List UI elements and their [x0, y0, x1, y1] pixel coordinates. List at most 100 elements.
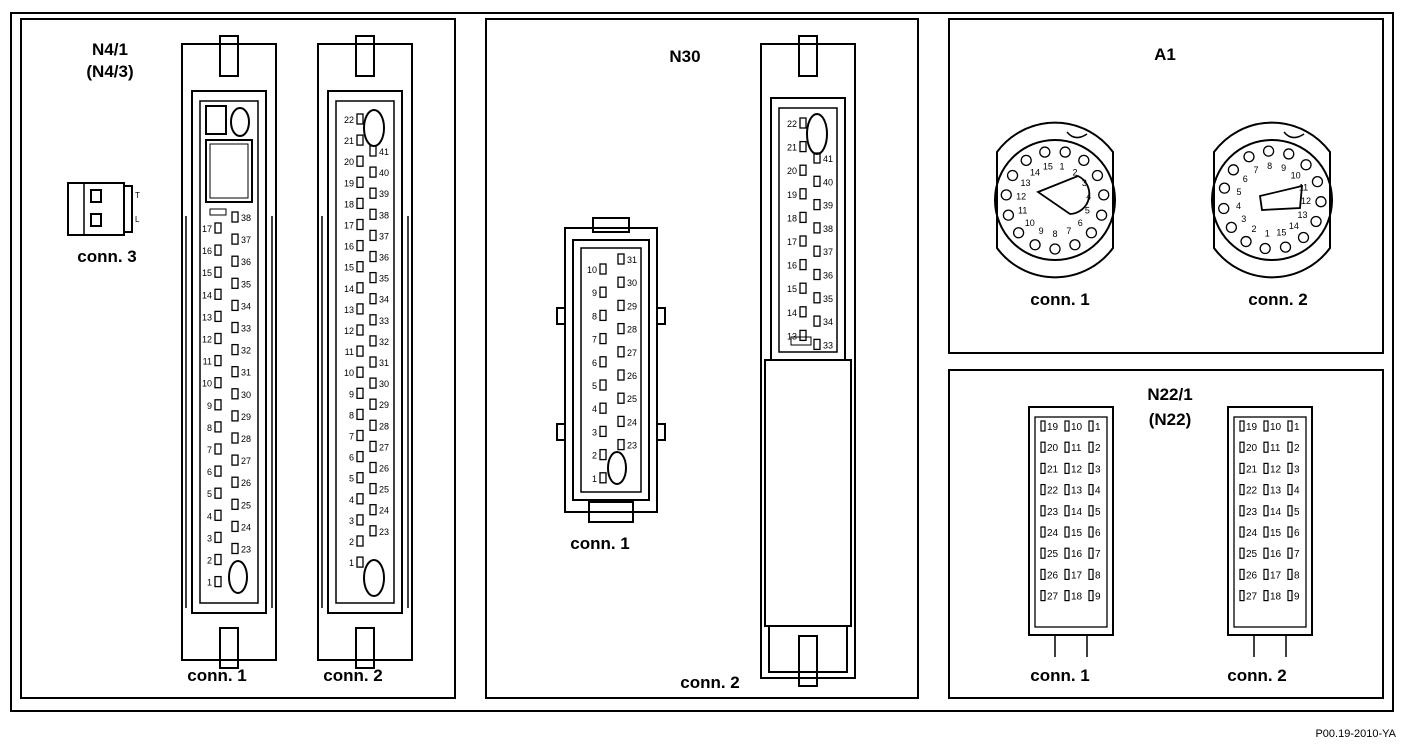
- n4-conn1-pin: [231, 476, 239, 488]
- a1-conn2-pin-label: 4: [1236, 201, 1241, 211]
- n22-conn1-pin-label: 12: [1071, 464, 1083, 475]
- a1-conn1-pin: [1091, 169, 1104, 182]
- n22-conn2-pin: [1239, 420, 1245, 432]
- n30-conn2-top-oval: [806, 113, 828, 155]
- n22-conn1-pin: [1088, 420, 1094, 432]
- n4-conn1-pin-label: 23: [241, 545, 251, 555]
- n30-conn1-pin-label: 28: [627, 325, 637, 335]
- n4-conn1-pin: [231, 343, 239, 356]
- n22-conn2-pin-label: 20: [1246, 443, 1258, 454]
- a1-conn2-pin: [1218, 182, 1231, 194]
- n22-conn1-pin-label: 6: [1095, 528, 1101, 539]
- n22-conn1-pin-label: 14: [1071, 507, 1083, 518]
- n4-conn2-pin: [356, 387, 364, 399]
- n22-conn2-pin-label: 7: [1294, 549, 1300, 560]
- n4-subtitle: (N4/3): [86, 62, 134, 81]
- n4-conn2-pin: [356, 134, 364, 146]
- n30-conn2-pin-label: 33: [823, 340, 833, 350]
- n22-conn1-pin: [1040, 526, 1046, 538]
- n30-conn2-pin: [799, 188, 807, 200]
- n22-conn1-body: [1028, 406, 1114, 636]
- n4-conn1-bottom-latch: [219, 627, 239, 669]
- n30-conn1-pin-label: 26: [627, 371, 637, 381]
- n22-conn2-pin-label: 27: [1246, 592, 1258, 603]
- a1-conn1-pin: [1002, 209, 1015, 221]
- n22-conn2-pin-label: 19: [1246, 422, 1258, 433]
- n30-conn1-pin: [599, 332, 607, 345]
- n4-conn2-pin-label: 9: [349, 389, 354, 399]
- n4-conn1-pin-label: 5: [207, 489, 212, 499]
- n4-title: N4/1: [92, 40, 128, 59]
- n4-conn2-pin-label: 27: [379, 442, 389, 452]
- n30-conn2-bottom-frame: [768, 625, 848, 673]
- n4-conn1-pin-label: 32: [241, 346, 251, 356]
- n22-conn2-pin-label: 16: [1270, 549, 1282, 560]
- n22-conn1-pin-label: 8: [1095, 570, 1101, 581]
- n30-conn2-pin: [799, 235, 807, 247]
- n22-conn2-pin-label: 17: [1270, 570, 1282, 581]
- a1-conn2-pin: [1310, 215, 1322, 228]
- n4-conn1-pin-label: 31: [241, 368, 251, 378]
- n4-conn2-pin-label: 31: [379, 358, 389, 368]
- n4-conn2-pin: [369, 166, 377, 178]
- n4-conn1-top-latch: [219, 35, 239, 77]
- n4-conn1-inner-frame: [191, 90, 267, 614]
- n4-conn1-pin-label: 10: [202, 379, 212, 389]
- n30-conn2-pin: [813, 152, 821, 164]
- n30-conn2-label: conn. 2: [680, 673, 740, 692]
- a1-title: A1: [1154, 45, 1176, 64]
- a1-conn1-pin-label: 4: [1086, 191, 1091, 201]
- n22-conn1-pin-label: 24: [1047, 528, 1059, 539]
- n22-conn2-pin-label: 6: [1294, 528, 1300, 539]
- n22-conn2-pin: [1239, 568, 1245, 581]
- n4-conn2-pin: [369, 461, 377, 474]
- n22-conn2-pin: [1263, 462, 1269, 474]
- n22-conn2-pin: [1263, 505, 1269, 517]
- n4-conn1-pin-label: 7: [207, 445, 212, 455]
- n22-conn1-pin: [1064, 526, 1070, 538]
- n4-conn2-body: [317, 43, 413, 661]
- n30-conn2-top-latch: [798, 35, 818, 77]
- n4-conn2-pin-label: 36: [379, 253, 389, 263]
- n22-conn1-pin: [1040, 547, 1046, 559]
- n30-conn1-pin-label: 23: [627, 441, 637, 451]
- n4-conn2-pin-label: 35: [379, 274, 389, 284]
- n4-conn1-pin: [214, 399, 222, 411]
- a1-conn2-pin-label: 7: [1254, 165, 1259, 175]
- a1-conn1-center-key: [1036, 175, 1091, 215]
- n4-conn3-pin-label: L: [135, 215, 140, 224]
- n4-conn1-pin-label: 15: [202, 268, 212, 278]
- n4-conn1-keyway-oval: [230, 107, 250, 137]
- n22-conn2-pin: [1263, 547, 1269, 559]
- n30-conn1-pin: [617, 299, 625, 312]
- n4-conn2-pin: [356, 493, 364, 505]
- n4-conn3-pin: [90, 189, 102, 203]
- n30-conn1-pin: [599, 425, 607, 438]
- n22-conn2-inner: [1233, 416, 1307, 628]
- n22-conn1-pin-label: 4: [1095, 486, 1101, 497]
- n30-conn1-pin-label: 7: [592, 335, 597, 345]
- n4-conn2-pin: [356, 556, 364, 568]
- n22-conn2-pin: [1263, 441, 1269, 453]
- n4-conn2-top-oval: [363, 109, 385, 147]
- a1-conn1-pin: [1012, 227, 1025, 239]
- n22-conn1-pin: [1088, 462, 1094, 474]
- a1-conn1-pin-label: 2: [1072, 167, 1077, 177]
- a1-conn1-pin-label: 1: [1060, 162, 1065, 172]
- n4-conn2-pin: [369, 229, 377, 242]
- n4-conn3-pin: [90, 213, 102, 227]
- n4-conn2-pin: [356, 514, 364, 526]
- n4-conn2-pin: [369, 335, 377, 347]
- n4-conn2-pin-label: 4: [349, 495, 354, 505]
- n22-conn2-pin: [1287, 505, 1293, 517]
- n30-conn1-pin: [599, 472, 607, 484]
- a1-conn2-pin: [1315, 196, 1327, 208]
- n30-conn2-pin-label: 34: [823, 317, 833, 327]
- n22-conn1-pin: [1064, 484, 1070, 496]
- n30-conn1-label: conn. 1: [570, 534, 630, 553]
- n4-conn2-pin-label: 41: [379, 147, 389, 157]
- n4-conn3-pin-label: T: [135, 191, 140, 200]
- n4-conn1-pin: [231, 410, 239, 422]
- n30-conn2-pin-label: 35: [823, 294, 833, 304]
- n4-conn2-pin: [369, 208, 377, 220]
